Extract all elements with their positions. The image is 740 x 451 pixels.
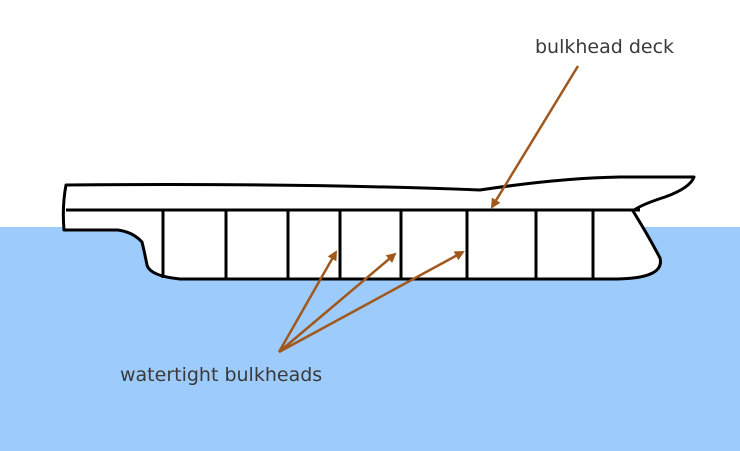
ship-hull <box>61 175 696 281</box>
watertight-bulkheads <box>161 210 595 278</box>
bulkhead-arrow <box>277 250 338 353</box>
watertight-bulkheads-label: watertight bulkheads <box>120 364 322 386</box>
bulkhead-deck-label: bulkhead deck <box>535 36 674 58</box>
bulkhead-arrow <box>278 252 397 353</box>
bulkhead-deck-arrow <box>490 65 580 209</box>
annotation-arrows <box>277 65 580 354</box>
bulkhead-arrow <box>278 250 465 354</box>
